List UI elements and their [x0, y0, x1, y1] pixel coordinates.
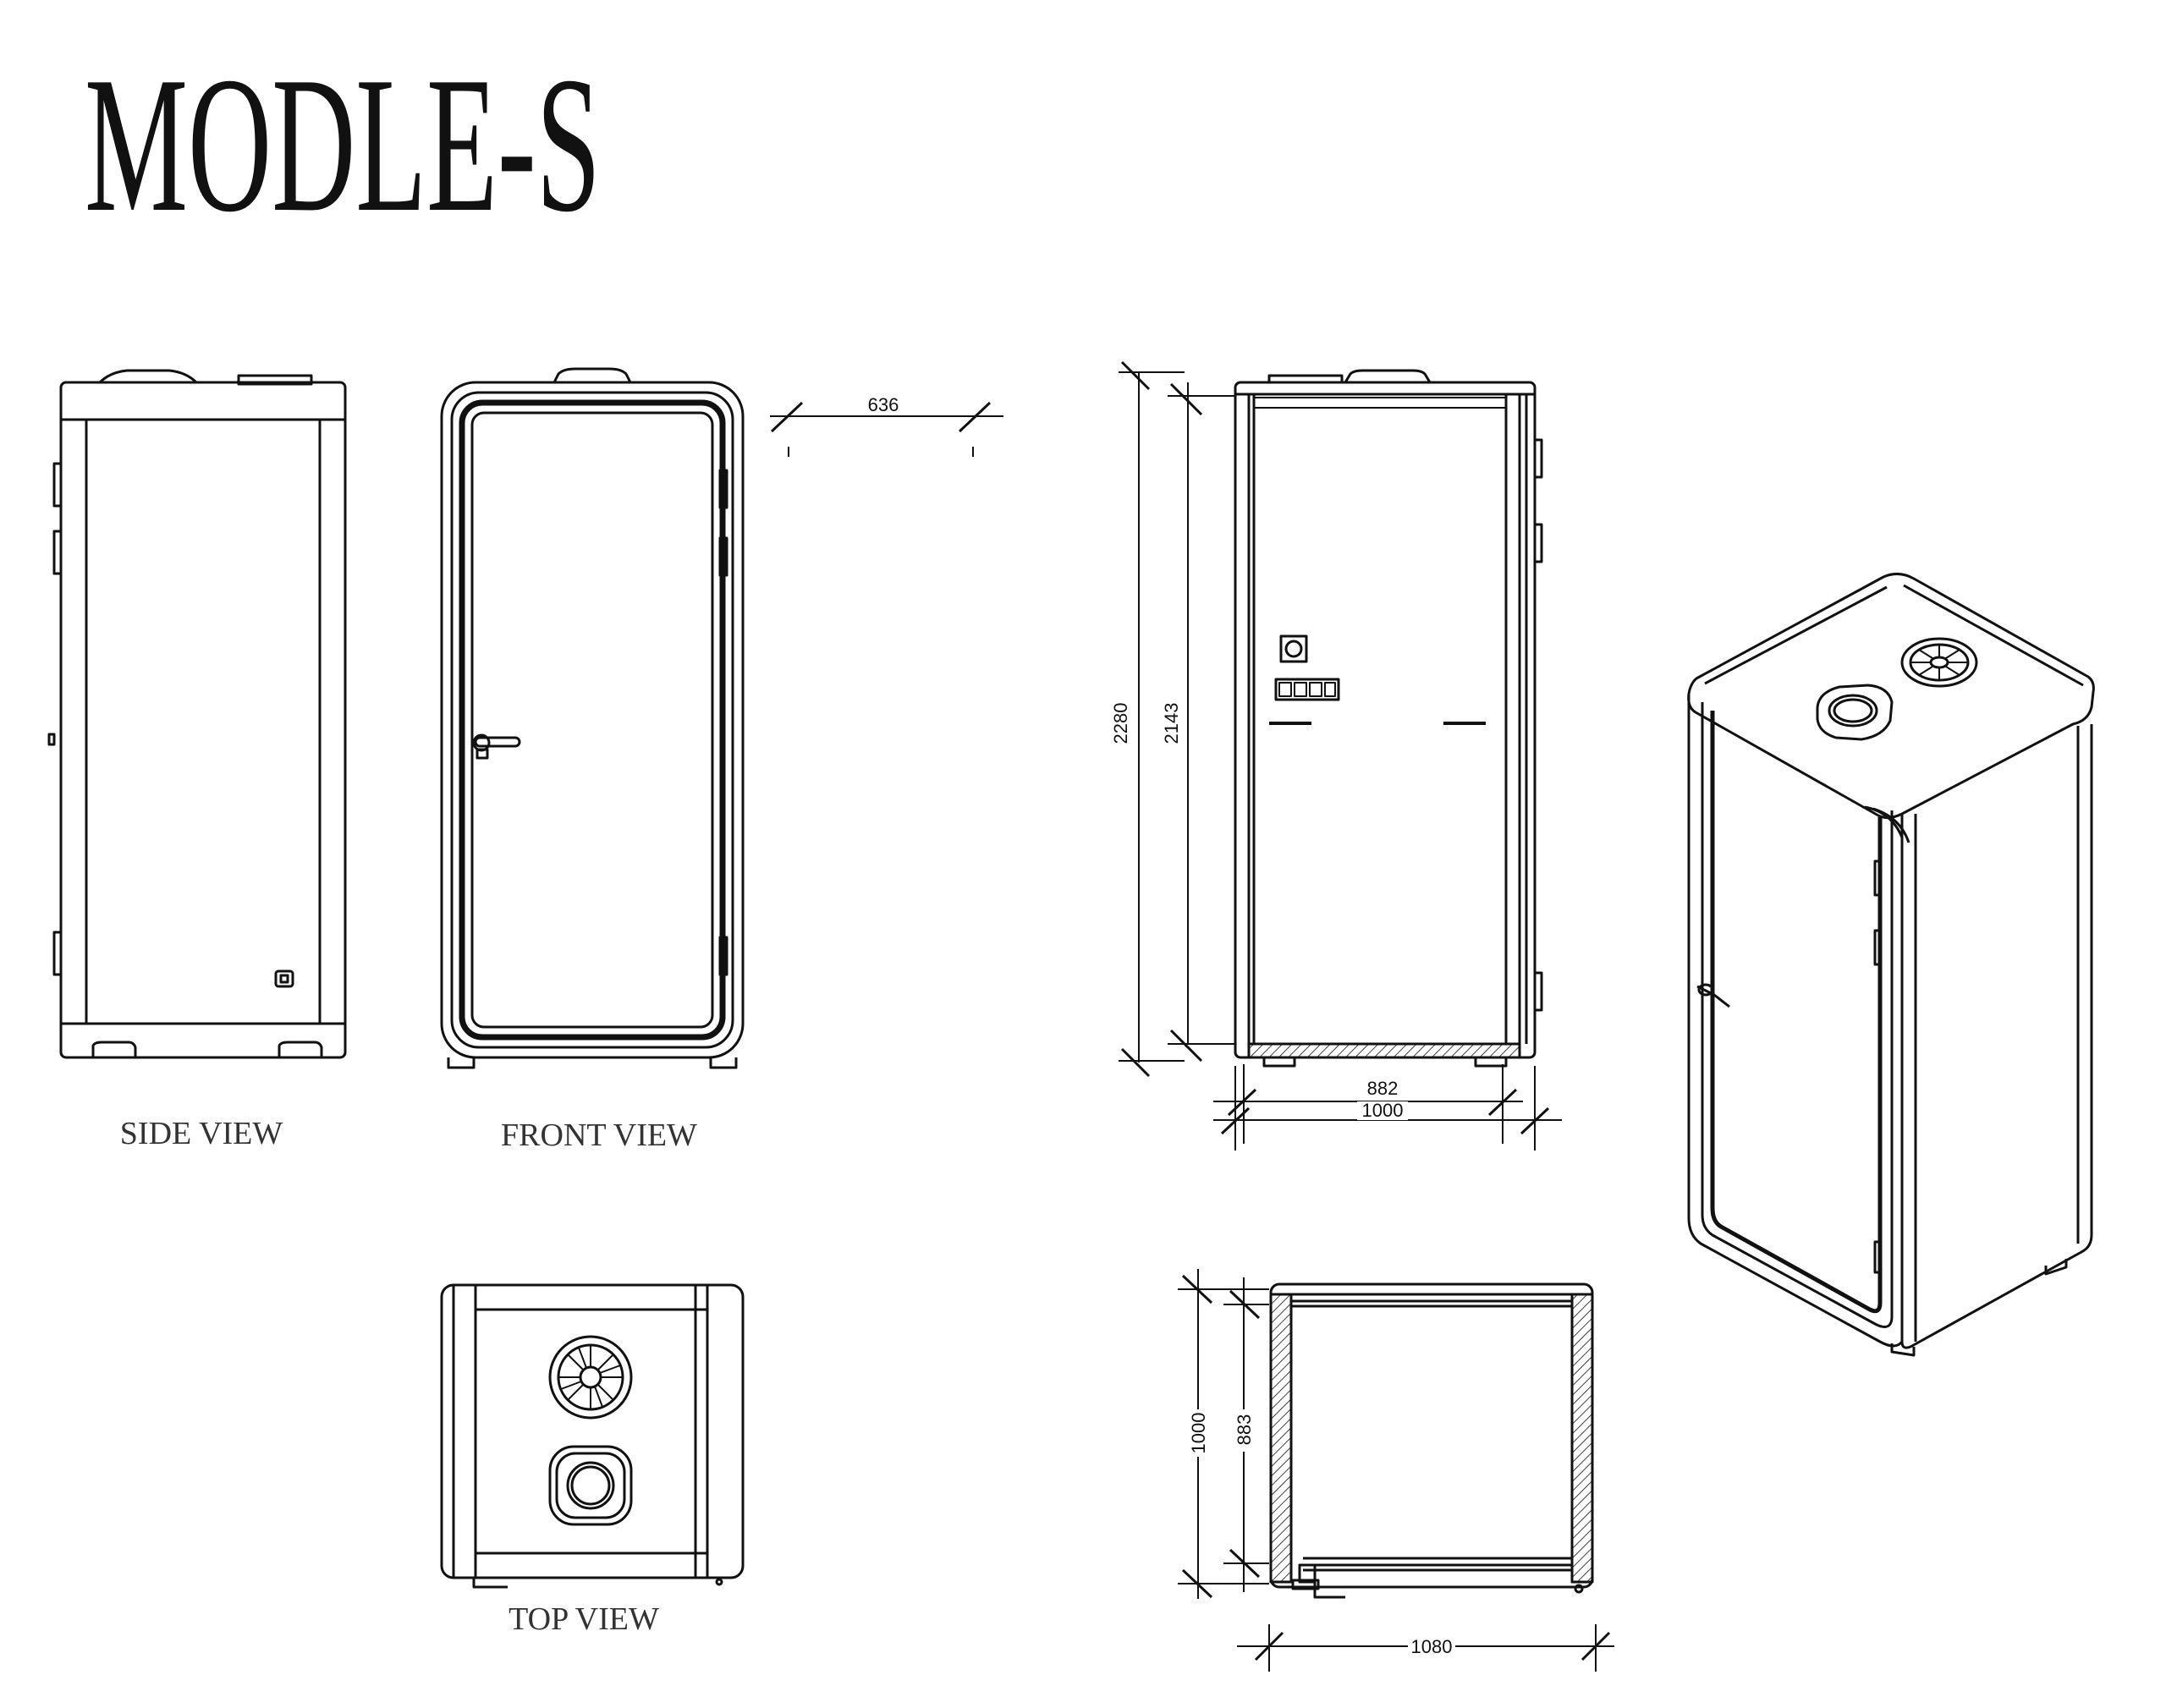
- isometric-view: [1687, 573, 2095, 1357]
- caption-side-view: SIDE VIEW: [120, 1116, 283, 1151]
- caption-front-view: FRONT VIEW: [501, 1118, 697, 1153]
- dim-label-1000: 1000: [1362, 1100, 1404, 1121]
- dim-label-2143: 2143: [1161, 703, 1182, 744]
- dim-line-2143: [1168, 382, 1235, 1063]
- dim-line-636: [770, 401, 1003, 457]
- fan-vent-icon: [548, 1335, 633, 1420]
- front-view: [440, 367, 745, 1069]
- dim-label-2280: 2280: [1110, 703, 1131, 744]
- dim-label-plan-883: 883: [1234, 1414, 1255, 1446]
- ceiling-light-icon: [548, 1445, 633, 1526]
- iso-light-icon: [1816, 684, 1894, 741]
- dim-label-882: 882: [1367, 1078, 1399, 1099]
- side-view: [47, 369, 347, 1059]
- dim-label-636: 636: [868, 394, 899, 415]
- dim-label-plan-1000: 1000: [1188, 1413, 1209, 1454]
- rear-view: [1234, 369, 1543, 1068]
- iso-fan-icon: [1900, 637, 1978, 688]
- caption-top-view: TOP VIEW: [509, 1601, 659, 1637]
- top-view: [440, 1283, 745, 1589]
- dim-label-plan-1080: 1080: [1411, 1636, 1453, 1657]
- drawing-title: MODLE-S: [85, 36, 601, 252]
- plan-section-view: [1269, 1282, 1594, 1599]
- dim-line-2280: [1119, 360, 1185, 1078]
